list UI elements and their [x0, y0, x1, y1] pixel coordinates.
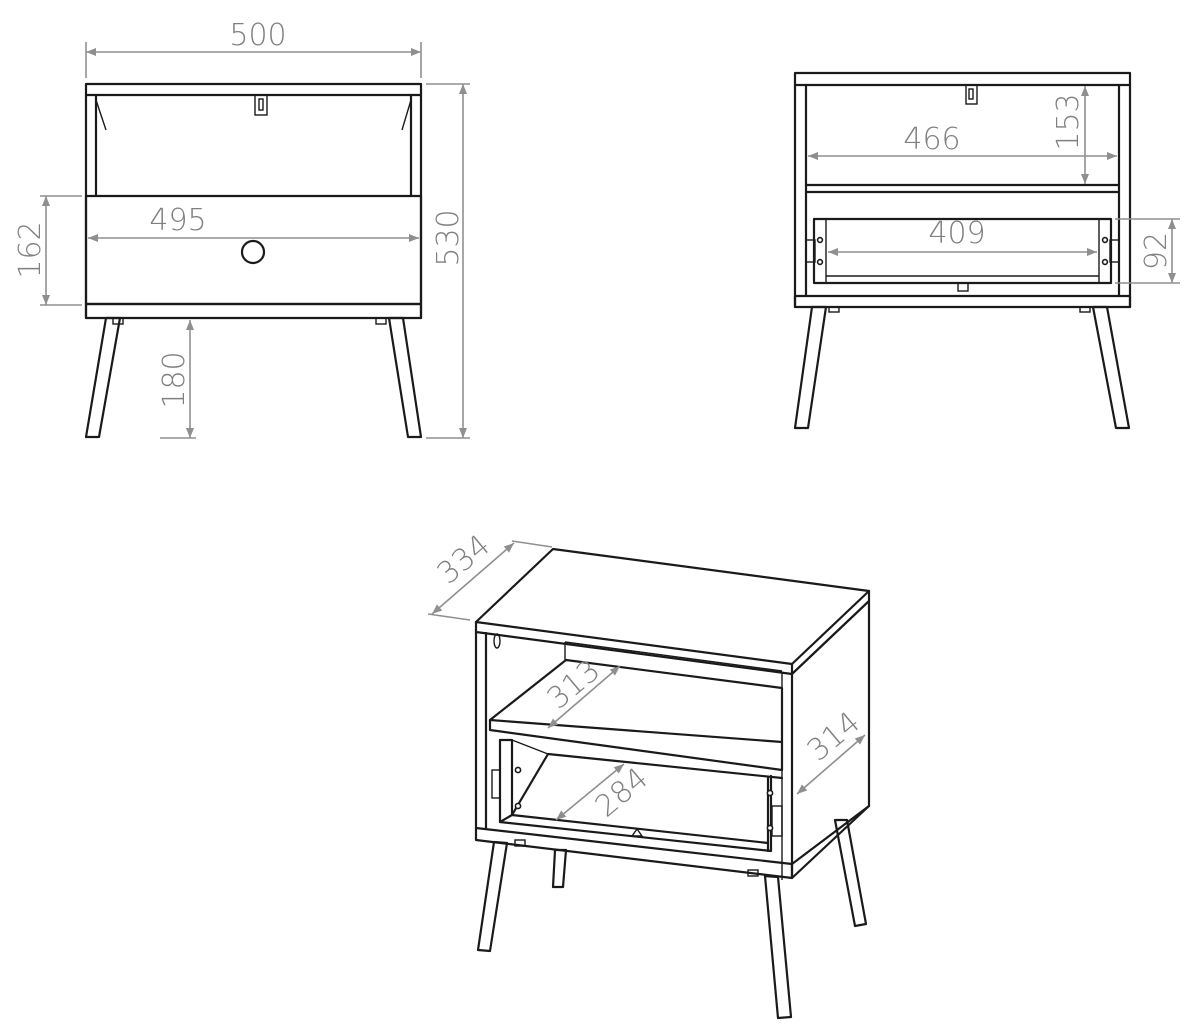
- iso-bottom-board: [474, 826, 794, 880]
- back-top-board: [793, 71, 1132, 87]
- iso-left-runner-icon: [491, 769, 501, 799]
- front-top-board: [84, 82, 423, 97]
- dim-side-depth-label: 314: [801, 705, 867, 769]
- right-runner-icon: [1109, 239, 1120, 263]
- front-drawer: [84, 194, 423, 306]
- iso-right-runner-icon: [771, 805, 783, 837]
- dim-shelf-depth-label: 313: [541, 653, 607, 717]
- back-left-leg: [793, 305, 828, 430]
- dim-leg-height-label: 180: [157, 351, 192, 408]
- iso-shelf: [488, 658, 784, 744]
- front-right-leg: [387, 316, 423, 439]
- front-bottom-board: [84, 302, 423, 320]
- dim-drawer-height-label: 162: [13, 221, 48, 278]
- dim-inner-width-label: 466: [903, 122, 960, 157]
- iso-drawer-left-side: [498, 738, 514, 824]
- dim-drawer-width-label: 495: [149, 203, 206, 238]
- iso-front-left-leg: [476, 840, 509, 953]
- front-view: 500 495 162 530 180: [13, 18, 470, 439]
- iso-front-right-leg: [763, 874, 793, 1020]
- iso-back-right-leg: [833, 818, 868, 928]
- back-lock-icon: [965, 84, 978, 105]
- dim-drawer-inner-width-label: 409: [928, 216, 985, 251]
- left-runner-icon: [805, 239, 816, 263]
- drawer-knob-icon: [240, 239, 266, 265]
- back-right-leg: [1091, 305, 1131, 430]
- dim-drawer-depth-label: 284: [589, 761, 655, 825]
- iso-view: 334 313 314 284: [427, 528, 871, 1020]
- back-view: 466 153 409 92: [793, 71, 1180, 430]
- dim-depth-label: 334: [431, 528, 497, 592]
- dim-total-height-label: 530: [431, 209, 466, 266]
- front-lock-icon: [254, 94, 268, 116]
- front-left-leg: [84, 316, 122, 439]
- iso-lock-icon: [493, 633, 501, 649]
- iso-top-surface: [474, 547, 871, 666]
- dim-width-label: 500: [229, 18, 286, 53]
- dim-drawer-inner-height-label: 92: [1139, 232, 1174, 270]
- iso-back-left-leg: [551, 848, 568, 889]
- dim-shelf-gap-label: 153: [1051, 93, 1086, 150]
